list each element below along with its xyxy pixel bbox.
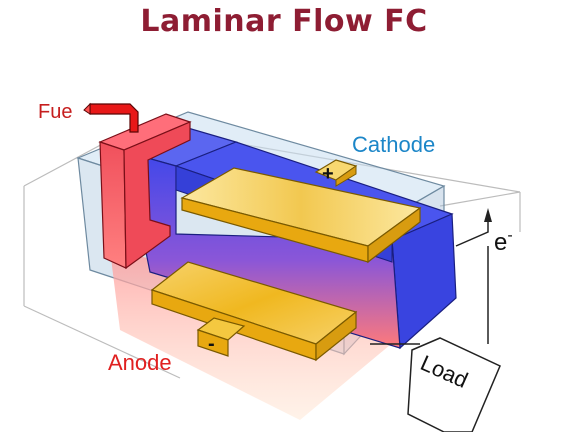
cathode-electrode <box>180 159 422 264</box>
electron-label: e- <box>494 227 513 256</box>
fuel-label: Fue <box>38 101 72 123</box>
fuel-inlet-pipe <box>83 102 139 133</box>
anode-electrode <box>150 261 358 362</box>
circuit-wire <box>370 208 492 345</box>
plus-terminal-label: + <box>322 163 334 185</box>
page-title: Laminar Flow FC <box>140 4 428 39</box>
fuel-channel <box>98 113 192 270</box>
cathode-label: Cathode <box>352 132 435 157</box>
electron-charge: - <box>507 227 512 244</box>
anode-label: Anode <box>108 350 172 375</box>
load-box: Load <box>407 337 501 432</box>
minus-terminal-label: - <box>208 333 215 355</box>
electron-symbol: e <box>494 229 507 256</box>
